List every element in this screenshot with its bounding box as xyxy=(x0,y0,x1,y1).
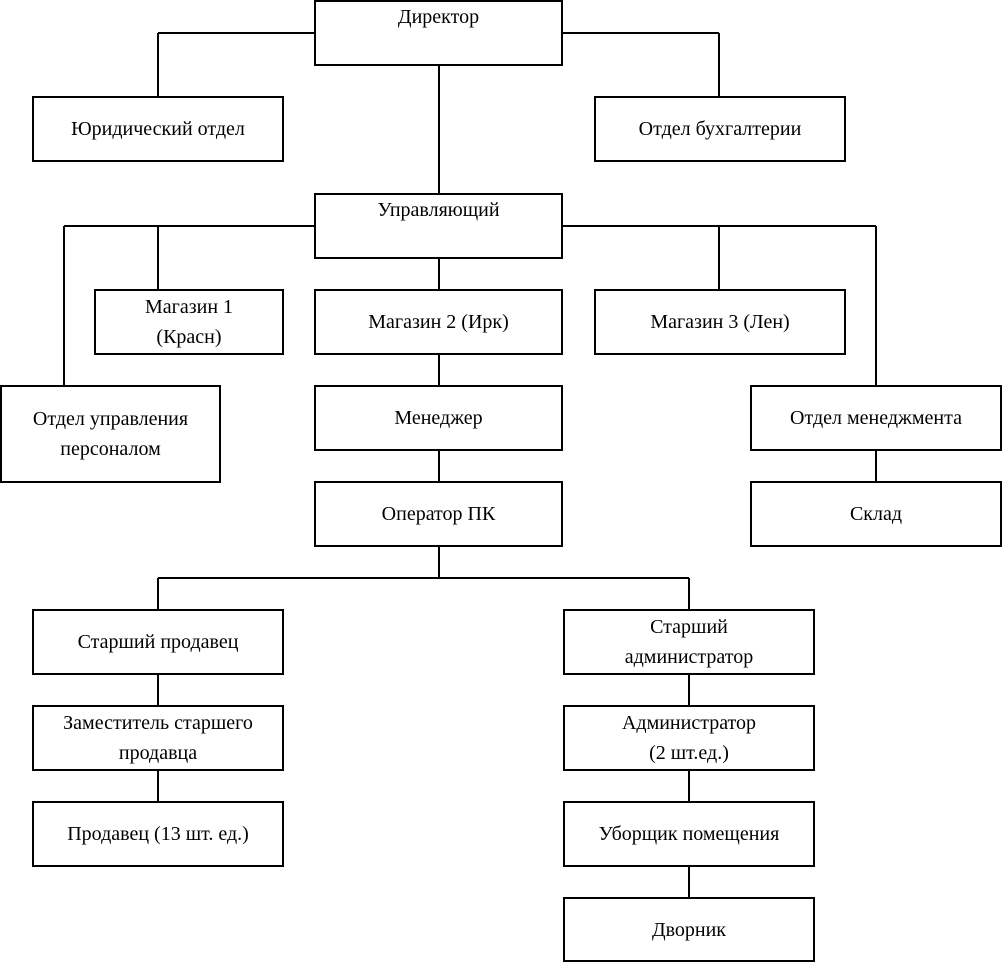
node-legal-department: Юридический отдел xyxy=(32,96,284,162)
node-label-line2: (2 шт.ед.) xyxy=(649,742,729,764)
node-label-line1: Заместитель старшего xyxy=(63,712,253,734)
node-label-line1: Администратор xyxy=(621,712,757,734)
node-label-line2: (Красн) xyxy=(156,326,222,348)
node-manager: Менеджер xyxy=(314,385,563,451)
node-seller: Продавец (13 шт. ед.) xyxy=(32,801,284,867)
node-label: Управляющий xyxy=(377,199,500,221)
node-label: Отдел бухгалтерии xyxy=(638,118,802,140)
node-senior-administrator: Старший администратор xyxy=(563,609,815,675)
node-hr-department: Отдел управления персоналом xyxy=(0,385,221,483)
node-senior-seller: Старший продавец xyxy=(32,609,284,675)
node-janitor: Дворник xyxy=(563,897,815,962)
node-label-line2: администратор xyxy=(624,646,754,668)
node-label: Магазин 3 (Лен) xyxy=(650,311,790,333)
node-label: Старший продавец xyxy=(77,631,239,653)
node-store-1: Магазин 1 (Красн) xyxy=(94,289,284,355)
node-label-line2: персоналом xyxy=(60,438,161,460)
node-label: Склад xyxy=(849,503,903,525)
node-label-line2: продавца xyxy=(118,742,198,764)
node-label: Продавец (13 шт. ед.) xyxy=(67,823,249,845)
node-store-2: Магазин 2 (Ирк) xyxy=(314,289,563,355)
node-warehouse: Склад xyxy=(750,481,1002,547)
node-label: Менеджер xyxy=(394,407,483,429)
node-label: Юридический отдел xyxy=(71,118,245,140)
node-label: Директор xyxy=(397,6,480,28)
node-cleaner: Уборщик помещения xyxy=(563,801,815,867)
node-store-3: Магазин 3 (Лен) xyxy=(594,289,846,355)
node-label-line1: Отдел управления xyxy=(32,408,189,430)
node-label-line1: Магазин 1 xyxy=(144,296,234,318)
node-label: Уборщик помещения xyxy=(598,823,780,845)
node-label: Дворник xyxy=(651,918,727,941)
node-label: Отдел менеджмента xyxy=(790,407,962,429)
node-label: Оператор ПК xyxy=(381,503,496,525)
node-general-manager: Управляющий xyxy=(314,193,563,259)
node-director: Директор xyxy=(314,0,563,66)
node-label-line1: Старший xyxy=(650,616,728,638)
node-administrator: Администратор (2 шт.ед.) xyxy=(563,705,815,771)
node-label: Магазин 2 (Ирк) xyxy=(368,311,509,333)
node-deputy-senior-seller: Заместитель старшего продавца xyxy=(32,705,284,771)
node-accounting-department: Отдел бухгалтерии xyxy=(594,96,846,162)
node-management-department: Отдел менеджмента xyxy=(750,385,1002,451)
node-pc-operator: Оператор ПК xyxy=(314,481,563,547)
